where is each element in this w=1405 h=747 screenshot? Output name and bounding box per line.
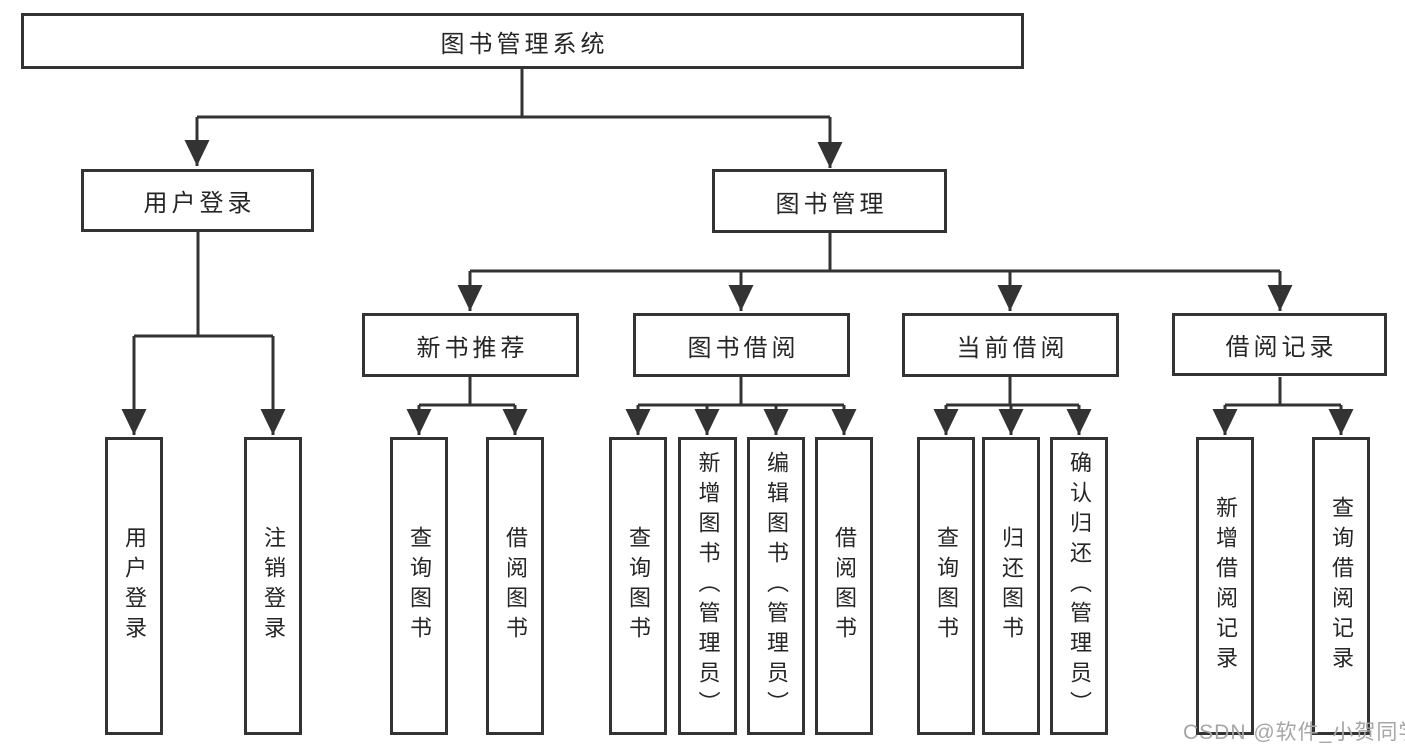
node-root: 图书管理系统 — [21, 13, 1024, 69]
leaf-current-confirm-return-label: 确认归还（管理员） — [1067, 451, 1092, 721]
leaf-logout-label: 注销登录 — [261, 526, 286, 646]
leaf-borrow-borrow-books-label: 借阅图书 — [832, 526, 857, 646]
node-user-login-label: 用户登录 — [143, 190, 256, 217]
leaf-records-query-record-label: 查询借阅记录 — [1329, 496, 1354, 676]
leaf-user-login-label: 用户登录 — [122, 526, 147, 646]
node-user-login: 用户登录 — [81, 169, 314, 232]
leaf-current-return-books: 归还图书 — [982, 437, 1040, 735]
node-current-borrow: 当前借阅 — [902, 313, 1119, 377]
node-root-label: 图书管理系统 — [440, 30, 609, 58]
branch-root-to-level2 — [184, 69, 843, 168]
leaf-current-query-books-label: 查询图书 — [934, 526, 959, 646]
leaf-borrow-query-books: 查询图书 — [609, 437, 667, 735]
leaf-borrow-edit-books: 编辑图书（管理员） — [747, 437, 805, 735]
branch-current-borrow-to-leaves — [933, 377, 1092, 435]
leaf-current-query-books: 查询图书 — [917, 437, 975, 735]
node-borrow-records: 借阅记录 — [1172, 313, 1387, 376]
leaf-current-return-books-label: 归还图书 — [999, 526, 1024, 646]
node-book-borrow-label: 图书借阅 — [687, 334, 800, 362]
leaf-recommend-query-books-label: 查询图书 — [407, 526, 432, 646]
leaf-recommend-borrow-books: 借阅图书 — [486, 437, 544, 735]
leaf-borrow-add-books: 新增图书（管理员） — [678, 437, 737, 735]
csdn-watermark: CSDN @软件_小贺同学 — [1183, 721, 1405, 744]
leaf-borrow-query-books-label: 查询图书 — [626, 526, 651, 646]
leaf-borrow-edit-books-label: 编辑图书（管理员） — [764, 451, 789, 721]
branch-user-login-to-leaves — [121, 232, 286, 435]
leaf-logout: 注销登录 — [244, 437, 302, 735]
node-book-management: 图书管理 — [712, 169, 947, 233]
leaf-recommend-query-books: 查询图书 — [390, 437, 448, 735]
leaf-current-confirm-return: 确认归还（管理员） — [1050, 437, 1108, 735]
branch-book-management-to-level3 — [457, 233, 1293, 311]
node-current-borrow-label: 当前借阅 — [956, 334, 1069, 362]
node-new-book-recommend: 新书推荐 — [362, 313, 579, 377]
node-new-book-recommend-label: 新书推荐 — [416, 334, 529, 362]
leaf-recommend-borrow-books-label: 借阅图书 — [503, 526, 528, 646]
node-borrow-records-label: 借阅记录 — [1225, 334, 1338, 361]
leaf-borrow-borrow-books: 借阅图书 — [815, 437, 873, 735]
leaf-records-query-record: 查询借阅记录 — [1312, 437, 1370, 735]
leaf-records-add-record-label: 新增借阅记录 — [1213, 496, 1238, 676]
node-book-borrow: 图书借阅 — [633, 313, 850, 377]
node-book-management-label: 图书管理 — [775, 190, 888, 218]
branch-book-borrow-to-leaves — [625, 377, 857, 435]
leaf-user-login: 用户登录 — [105, 437, 163, 735]
branch-new-book-recommend-to-leaves — [406, 377, 528, 435]
branch-borrow-records-to-leaves — [1212, 377, 1354, 435]
leaf-borrow-add-books-label: 新增图书（管理员） — [695, 451, 721, 721]
leaf-records-add-record: 新增借阅记录 — [1196, 437, 1254, 735]
